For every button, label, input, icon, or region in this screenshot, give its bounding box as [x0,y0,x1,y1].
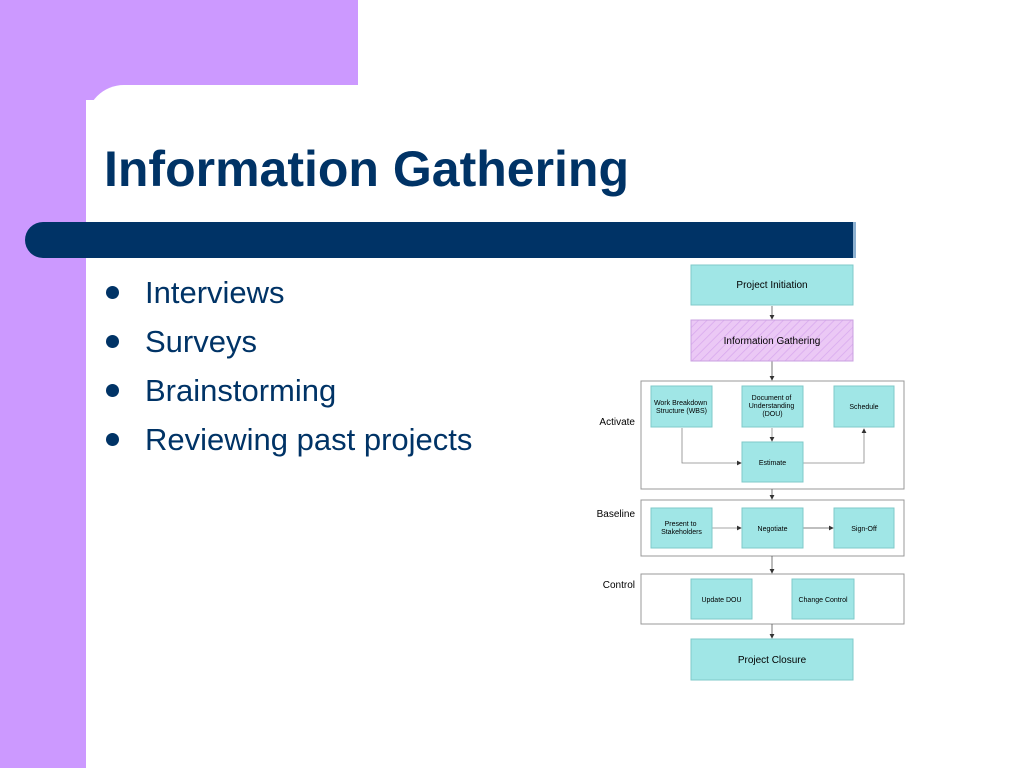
connector-estimate-schedule [803,428,867,464]
node-sign-off: Sign-Off [833,507,895,549]
bullet-item: Brainstorming [104,366,472,415]
slide-title: Information Gathering [104,141,629,197]
bullet-dot-icon [106,433,119,446]
node-wbs: Work Breakdown Structure (WBS) [650,385,713,428]
group-label-control: Control [603,580,635,591]
svg-text:Work Breakdown Structure: Work Breakdown Structure (WBS) [654,400,709,415]
process-flow-diagram: Activate Baseline Control Project Initia… [597,264,905,681]
group-label-activate: Activate [599,417,635,428]
control-group-frame [640,573,905,625]
svg-text:Document of Understandin: Document of Understanding (DOU) [749,395,796,418]
svg-text:Schedule: Schedule [849,404,878,411]
svg-text:Sign-Off: Sign-Off [851,526,877,533]
connector-wbs-estimate [681,428,742,466]
svg-text:Project Closure: Project Closure [738,655,807,666]
title-underline-bar [25,222,853,258]
node-dou: Document of Understanding (DOU) [741,385,804,428]
node-change-control: Change Control [791,578,855,620]
node-project-initiation: Project Initiation [690,264,854,306]
bullet-text: Reviewing past projects [145,421,473,457]
node-schedule: Schedule [833,385,895,428]
svg-text:Negotiate: Negotiate [758,526,788,533]
bullet-dot-icon [106,335,119,348]
svg-text:Present to Stakeholders: Present to Stakeholders [661,521,702,536]
node-project-closure: Project Closure [690,638,854,681]
node-information-gathering: Information Gathering [690,319,854,362]
title-bar-end-accent [853,222,856,258]
svg-text:Change Control: Change Control [798,597,847,604]
bullet-dot-icon [106,286,119,299]
bullet-text: Brainstorming [145,372,337,408]
node-update-dou: Update DOU [690,578,753,620]
bullet-dot-icon [106,384,119,397]
node-estimate: Estimate [741,441,804,483]
group-label-baseline: Baseline [597,509,636,520]
svg-text:Update DOU: Update DOU [701,597,741,604]
bullet-item: Interviews [104,268,472,317]
svg-text:Estimate: Estimate [759,460,786,467]
node-present-to-stakeholders: Present to Stakeholders [650,507,713,549]
svg-text:Project Initiation: Project Initiation [736,280,807,291]
purple-left-band [0,0,86,768]
bullet-item: Surveys [104,317,472,366]
bullet-text: Surveys [145,323,257,359]
bullet-item: Reviewing past projects [104,415,472,464]
node-negotiate: Negotiate [741,507,804,549]
bullet-list: Interviews Surveys Brainstorming Reviewi… [104,268,472,464]
svg-text:Information Gathering: Information Gathering [724,336,821,347]
bullet-text: Interviews [145,274,285,310]
